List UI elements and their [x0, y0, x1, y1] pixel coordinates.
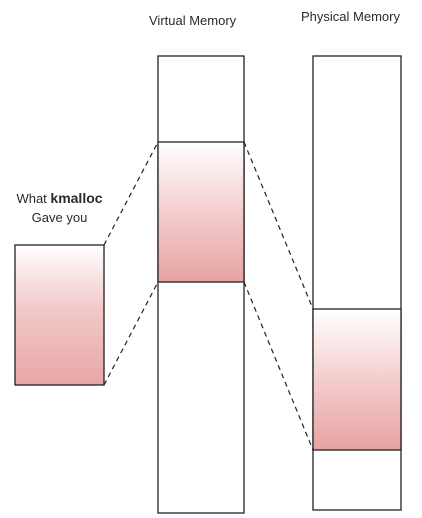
virtual-memory-column: [157, 55, 245, 514]
mapping-line-kmalloc-bottom: [103, 281, 159, 386]
mapping-line-physical-bottom: [243, 281, 314, 451]
kmalloc-caption-line-1: What kmalloc: [6, 189, 113, 208]
kmalloc-caption-line-2: Gave you: [31, 210, 88, 225]
kmalloc-caption: What kmalloc Gave you: [6, 189, 113, 227]
kmalloc-keyword: kmalloc: [50, 190, 103, 206]
mapping-line-kmalloc-top: [103, 141, 159, 246]
kmalloc-block: [14, 244, 105, 386]
virtual-memory-heading: Virtual Memory: [149, 13, 237, 28]
virtual-memory-highlighted-region: [157, 141, 245, 283]
mapping-line-physical-top: [243, 141, 314, 310]
physical-memory-highlighted-region: [312, 308, 402, 451]
physical-memory-heading: Physical Memory: [301, 9, 400, 24]
kmalloc-caption-prefix: What: [16, 191, 51, 206]
